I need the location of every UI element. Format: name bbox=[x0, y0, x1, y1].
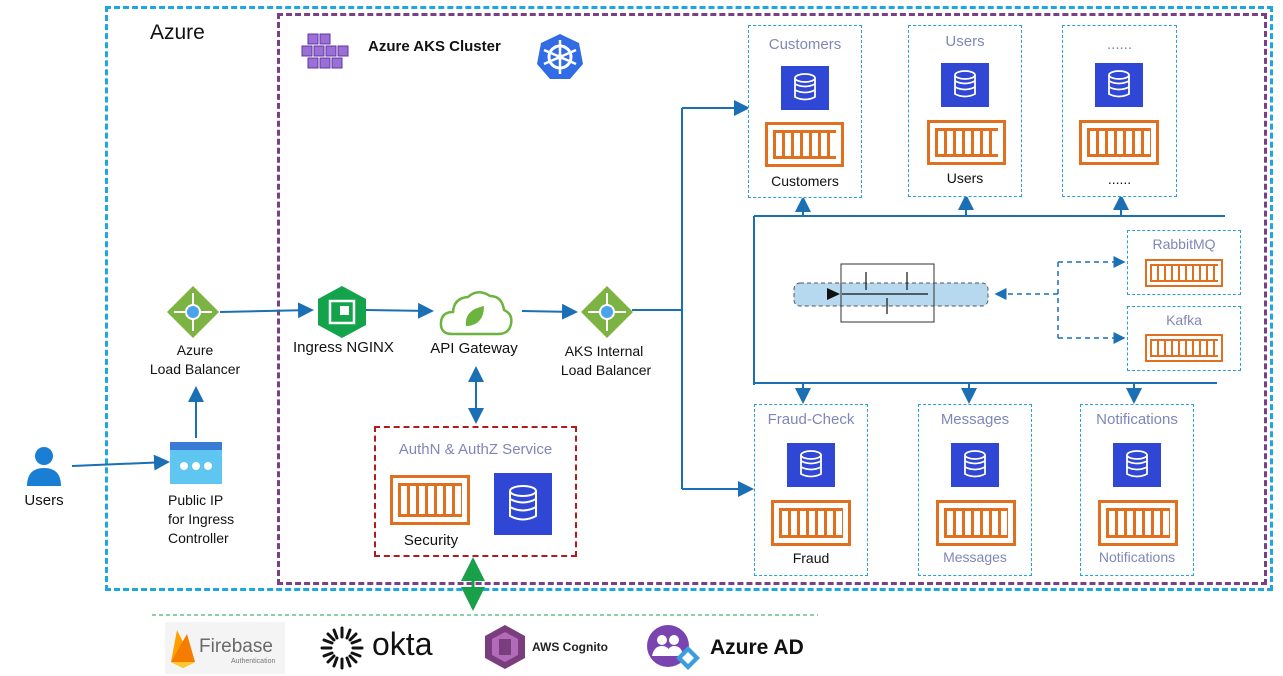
public-ip-label-2: for Ingress bbox=[168, 511, 235, 527]
kafka-container-icon bbox=[1145, 334, 1223, 362]
azure-lb-label-1: Azure bbox=[176, 342, 214, 358]
service-notifications: Notifications Notifications bbox=[1080, 404, 1194, 576]
service-customers-sub: Customers bbox=[771, 173, 839, 189]
aks-cluster-icon bbox=[301, 33, 349, 69]
azure-ad-label: Azure AD bbox=[710, 636, 804, 659]
notifications-container-icon bbox=[1098, 500, 1178, 546]
service-users: Users Users bbox=[908, 25, 1022, 197]
customers-database-icon bbox=[781, 66, 829, 110]
okta-label: okta bbox=[372, 626, 433, 662]
kafka-title: Kafka bbox=[1166, 312, 1202, 328]
azure-ad-logo: Azure AD bbox=[646, 624, 806, 672]
azure-load-balancer-icon bbox=[167, 286, 219, 338]
service-users-sub: Users bbox=[946, 170, 984, 186]
internal-lb-label-2: Load Balancer bbox=[560, 362, 652, 378]
azure-title: Azure bbox=[150, 21, 205, 44]
service-messages-sub: Messages bbox=[943, 549, 1007, 565]
service-more-sub: ...... bbox=[1107, 171, 1132, 187]
service-fraud-sub: Fraud bbox=[792, 550, 830, 566]
auth-service-sub: Security bbox=[403, 532, 459, 549]
service-messages: Messages Messages bbox=[918, 404, 1032, 576]
azure-boundary bbox=[105, 6, 1273, 591]
users-container-icon bbox=[927, 120, 1006, 165]
rabbitmq-title: RabbitMQ bbox=[1152, 236, 1216, 252]
firebase-sublabel: Authentication bbox=[231, 658, 276, 665]
auth-database-icon bbox=[494, 473, 552, 535]
broker-kafka: Kafka bbox=[1127, 306, 1241, 371]
api-gateway-label: API Gateway bbox=[430, 340, 518, 357]
auth-container-icon bbox=[390, 475, 470, 525]
firebase-logo: Firebase Authentication bbox=[165, 622, 285, 674]
auth-service-box: AuthN & AuthZ Service Security bbox=[374, 426, 577, 557]
service-customers: Customers Customers bbox=[748, 25, 862, 198]
rabbitmq-container-icon bbox=[1145, 259, 1223, 287]
public-ip-icon bbox=[170, 442, 222, 484]
more-database-icon bbox=[1095, 63, 1143, 107]
aks-cluster-boundary bbox=[277, 13, 1267, 585]
messages-container-icon bbox=[936, 500, 1016, 546]
aws-cognito-logo: AWS Cognito bbox=[484, 624, 614, 670]
public-ip-label-3: Controller bbox=[168, 530, 229, 546]
okta-starburst-icon bbox=[320, 626, 364, 670]
firebase-icon bbox=[171, 630, 195, 668]
aws-cognito-icon bbox=[485, 625, 525, 669]
notifications-database-icon bbox=[1113, 443, 1161, 487]
customers-container-icon bbox=[765, 122, 844, 167]
azure-ad-icon bbox=[647, 625, 700, 670]
user-icon bbox=[27, 447, 61, 486]
fraud-container-icon bbox=[771, 500, 851, 546]
broker-rabbitmq: RabbitMQ bbox=[1127, 230, 1241, 295]
nginx-icon bbox=[318, 286, 366, 338]
firebase-label: Firebase bbox=[199, 636, 273, 657]
service-fraud-title: Fraud-Check bbox=[767, 411, 855, 428]
okta-logo: okta bbox=[320, 626, 450, 670]
kubernetes-icon bbox=[537, 34, 583, 79]
auth-service-title: AuthN & AuthZ Service bbox=[398, 441, 553, 458]
internal-lb-label-1: AKS Internal bbox=[564, 343, 644, 359]
service-notifications-title: Notifications bbox=[1096, 411, 1178, 428]
service-notifications-sub: Notifications bbox=[1098, 549, 1176, 565]
public-ip-label-1: Public IP bbox=[168, 492, 224, 508]
internal-load-balancer-icon bbox=[581, 286, 633, 338]
fraud-database-icon bbox=[787, 443, 835, 487]
users-database-icon bbox=[941, 63, 989, 107]
spring-cloud-icon bbox=[439, 291, 513, 336]
ingress-label: Ingress NGINX bbox=[293, 339, 394, 356]
azure-lb-label-2: Load Balancer bbox=[149, 361, 241, 377]
service-users-title: Users bbox=[945, 33, 985, 50]
more-container-icon bbox=[1079, 120, 1159, 165]
service-fraud: Fraud-Check Fraud bbox=[754, 404, 868, 576]
service-more: ...... ...... bbox=[1062, 25, 1177, 197]
service-customers-title: Customers bbox=[768, 36, 842, 53]
aws-cognito-label: AWS Cognito bbox=[532, 640, 608, 654]
service-messages-title: Messages bbox=[940, 411, 1010, 428]
aks-cluster-title: Azure AKS Cluster bbox=[368, 38, 501, 55]
service-more-title: ...... bbox=[1106, 36, 1132, 53]
messages-database-icon bbox=[951, 443, 999, 487]
users-label: Users bbox=[24, 492, 64, 509]
